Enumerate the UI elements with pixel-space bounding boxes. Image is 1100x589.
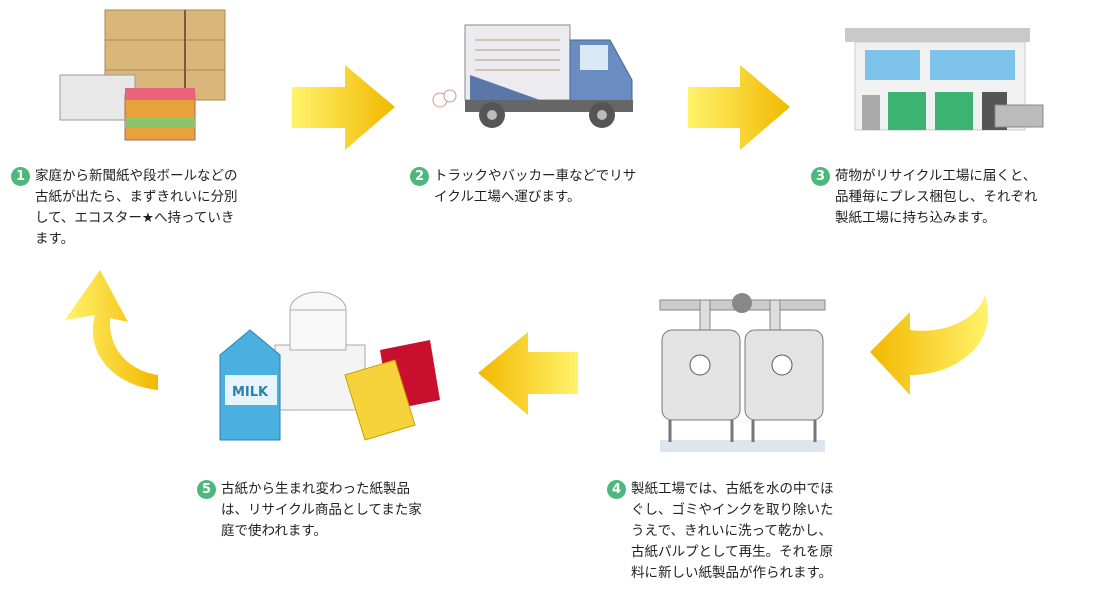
text-line: 家庭から新聞紙や段ボールなどの xyxy=(35,168,238,184)
text-line: して、エコスター★へ持っていき xyxy=(35,210,235,226)
paper-bundles-illustration xyxy=(59,9,226,141)
step-number-badge: 1 xyxy=(11,167,30,186)
arrow-left-icon xyxy=(478,332,578,415)
step-2-description: 2 トラックやバッカー車などでリサ イクル工場へ運びます。 xyxy=(410,166,637,208)
text-line: 料に新しい紙製品が作られます。 xyxy=(631,565,833,581)
text-line: 古紙から生まれ変わった紙製品 xyxy=(221,481,410,497)
step-4-description: 4 製紙工場では、古紙を水の中でほ ぐし、ゴミやインクを取り除いた うえで、きれ… xyxy=(607,479,834,584)
factory-illustration xyxy=(845,28,1044,131)
arrow-right-icon xyxy=(292,65,395,150)
step-number-badge: 4 xyxy=(607,480,626,499)
text-line: は、リサイクル商品としてまた家 xyxy=(221,502,422,518)
text-line: 品種毎にプレス梱包し、それぞれ xyxy=(835,189,1038,205)
step-1-description: 1 家庭から新聞紙や段ボールなどの 古紙が出たら、まずきれいに分別 して、エコス… xyxy=(11,166,238,250)
curved-arrow-icon xyxy=(870,295,989,395)
step-number-badge: 5 xyxy=(197,480,216,499)
text-line: トラックやバッカー車などでリサ xyxy=(434,168,637,184)
text-line: 製紙工場では、古紙を水の中でほ xyxy=(631,481,834,497)
text-line: ます。 xyxy=(35,231,75,247)
truck-illustration xyxy=(432,24,633,128)
step-number-badge: 3 xyxy=(811,167,830,186)
text-line: 古紙パルプとして再生。それを原 xyxy=(631,544,834,560)
text-line: 製紙工場に持ち込みます。 xyxy=(835,210,996,226)
text-line: 庭で使われます。 xyxy=(221,523,327,539)
text-line: うえで、きれいに洗って乾かし、 xyxy=(631,523,832,539)
step-3-description: 3 荷物がリサイクル工場に届くと、 品種毎にプレス梱包し、それぞれ 製紙工場に持… xyxy=(811,166,1038,229)
paper-mill-tanks-illustration xyxy=(659,293,826,452)
text-line: イクル工場へ運びます。 xyxy=(434,189,581,205)
curved-arrow-icon xyxy=(65,270,158,390)
text-line: ぐし、ゴミやインクを取り除いた xyxy=(631,502,834,518)
text-line: 荷物がリサイクル工場に届くと、 xyxy=(835,168,1037,184)
milk-label: MILK xyxy=(232,385,269,400)
step-number-badge: 2 xyxy=(410,167,429,186)
step-5-description: 5 古紙から生まれ変わった紙製品 は、リサイクル商品としてまた家 庭で使われます… xyxy=(197,479,422,542)
arrow-right-icon xyxy=(688,65,790,150)
text-line: 古紙が出たら、まずきれいに分別 xyxy=(35,189,238,205)
paper-products-illustration xyxy=(219,291,440,441)
